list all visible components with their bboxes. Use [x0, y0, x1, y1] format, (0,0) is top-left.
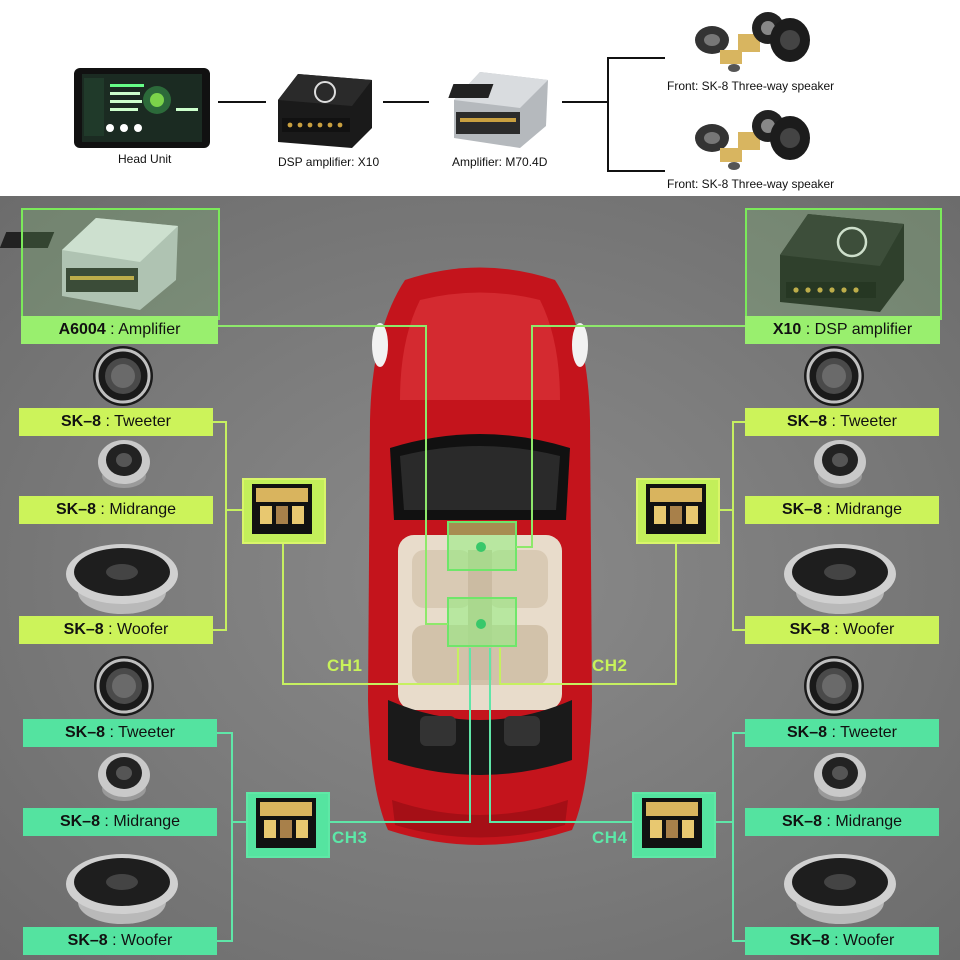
connector-line — [562, 101, 608, 103]
amp-node-dot — [476, 619, 486, 629]
front-right-woofer-label: SK–8 : Woofer — [745, 616, 939, 644]
rear-right-woofer-label: SK–8 : Woofer — [745, 927, 939, 955]
channel-1-label: CH1 — [327, 656, 363, 675]
front-three-way-speaker-icon — [695, 12, 810, 72]
channel-3-label: CH3 — [332, 828, 368, 847]
channel-4-label: CH4 — [592, 828, 628, 847]
crossover-front-left — [242, 478, 326, 544]
connector-line — [607, 170, 665, 172]
front-speaker-caption-1: Front: SK-8 Three-way speaker — [667, 79, 835, 93]
connector-line — [218, 101, 266, 103]
tweeter-icon — [91, 344, 155, 408]
rear-right-midrange-label: SK–8 : Midrange — [745, 808, 939, 836]
woofer-icon — [784, 544, 896, 614]
rear-right-tweeter-label: SK–8 : Tweeter — [745, 719, 939, 747]
dsp-caption: DSP amplifier: X10 — [278, 155, 380, 169]
rear-left-tweeter-label: SK–8 : Tweeter — [23, 719, 217, 747]
front-right-tweeter-label: SK–8 : Tweeter — [745, 408, 939, 436]
amplifier-a6004-icon — [0, 218, 178, 310]
channel-2-label: CH2 — [592, 656, 628, 675]
midrange-icon — [98, 440, 150, 488]
a6004-panel — [21, 208, 220, 320]
midrange-icon — [814, 440, 866, 488]
x10-panel — [745, 208, 942, 320]
crossover-front-right — [636, 478, 720, 544]
rear-left-midrange-label: SK–8 : Midrange — [23, 808, 217, 836]
amplifier-m704d-icon — [448, 72, 548, 148]
midrange-icon — [814, 753, 866, 801]
amplifier-caption: Amplifier: M70.4D — [452, 155, 548, 169]
front-speaker-caption-2: Front: SK-8 Three-way speaker — [667, 177, 835, 191]
dsp-x10-icon — [780, 214, 904, 312]
crossover-rear-left — [246, 792, 330, 858]
tweeter-icon — [802, 654, 866, 718]
dsp-x10-icon — [278, 74, 372, 148]
woofer-icon — [66, 544, 178, 614]
crossover-rear-right — [632, 792, 716, 858]
rear-left-woofer-label: SK–8 : Woofer — [23, 927, 217, 955]
front-right-midrange-label: SK–8 : Midrange — [745, 496, 939, 524]
woofer-icon — [66, 854, 178, 924]
connector-line — [607, 57, 665, 59]
connector-line — [607, 57, 609, 171]
head-unit-caption: Head Unit — [118, 152, 172, 166]
front-left-woofer-label: SK–8 : Woofer — [19, 616, 213, 644]
front-three-way-speaker-icon — [695, 110, 810, 170]
connector-line — [383, 101, 429, 103]
woofer-icon — [784, 854, 896, 924]
tweeter-icon — [802, 344, 866, 408]
dsp-node-dot — [476, 542, 486, 552]
tweeter-icon — [92, 654, 156, 718]
midrange-icon — [98, 753, 150, 801]
head-unit-icon — [74, 68, 210, 148]
x10-label: X10 : DSP amplifier — [745, 316, 940, 344]
a6004-label: A6004 : Amplifier — [21, 316, 218, 344]
front-left-tweeter-label: SK–8 : Tweeter — [19, 408, 213, 436]
front-left-midrange-label: SK–8 : Midrange — [19, 496, 213, 524]
